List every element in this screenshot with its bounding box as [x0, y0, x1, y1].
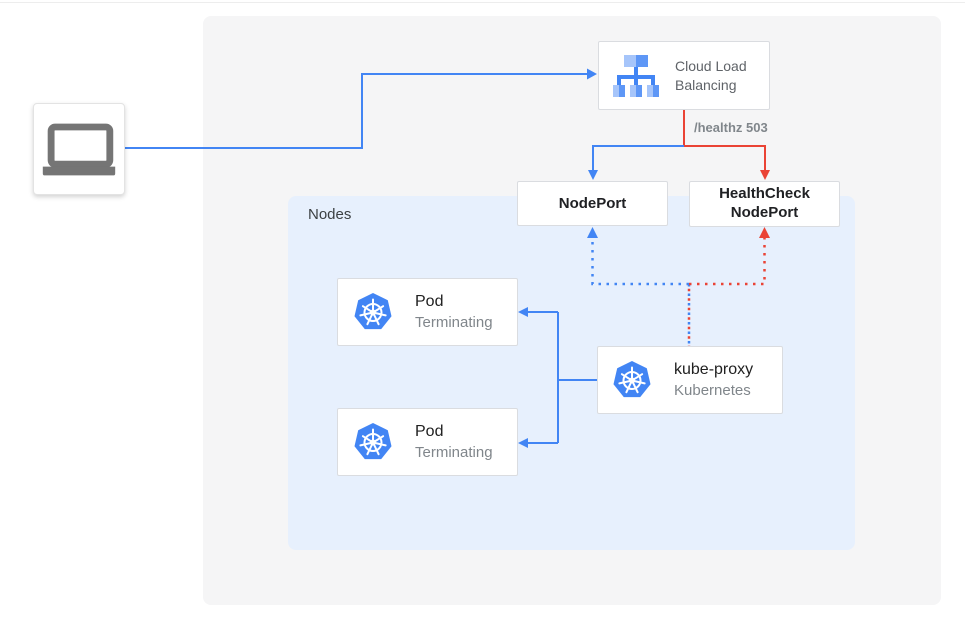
- cloud-load-balancing-node: Cloud Load Balancing: [598, 41, 770, 110]
- nodes-panel-label: Nodes: [308, 206, 352, 223]
- cloud-load-balancing-label: Cloud Load Balancing: [675, 57, 747, 93]
- kubernetes-icon: [354, 423, 392, 460]
- pod-status: Terminating: [415, 313, 493, 331]
- pod-title: Pod: [415, 292, 444, 310]
- kubernetes-icon: [613, 361, 651, 398]
- kube-proxy-node: kube-proxy Kubernetes: [597, 346, 783, 414]
- healthcheck-nodeport-node: HealthCheck NodePort: [689, 181, 840, 227]
- top-divider: [0, 2, 965, 3]
- pod-title: Pod: [415, 422, 444, 440]
- nodeport-node: NodePort: [517, 181, 668, 226]
- kube-proxy-subtitle: Kubernetes: [674, 381, 751, 399]
- pod-status: Terminating: [415, 443, 493, 461]
- healthcheck-nodeport-label: HealthCheck NodePort: [719, 185, 810, 221]
- nodeport-label: NodePort: [558, 195, 627, 212]
- pod-node: Pod Terminating: [337, 278, 518, 346]
- kube-proxy-title: kube-proxy: [674, 360, 754, 378]
- laptop-icon: [42, 123, 116, 176]
- client-node: [33, 103, 125, 195]
- healthz-503-label: /healthz 503: [694, 120, 768, 135]
- kubernetes-icon: [354, 293, 392, 330]
- load-balancer-icon: [613, 54, 659, 97]
- pod-node: Pod Terminating: [337, 408, 518, 476]
